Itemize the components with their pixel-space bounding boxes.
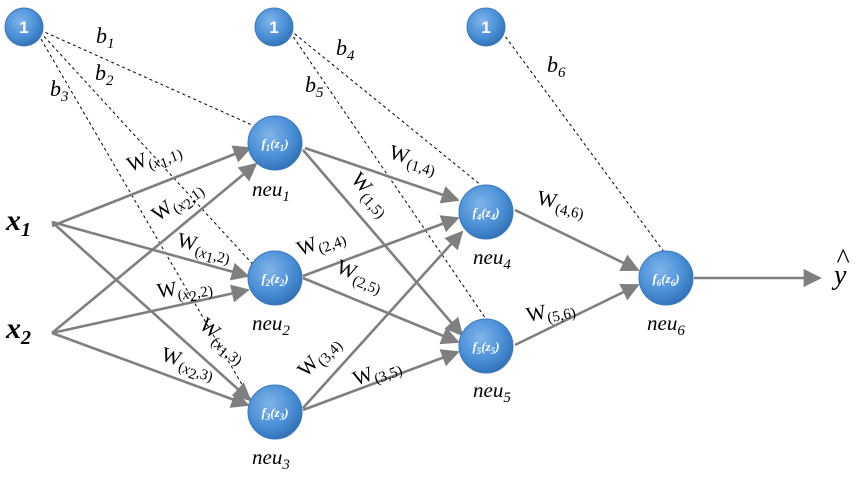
bias-label-b4: b4 bbox=[336, 35, 355, 64]
edge-n5-n6 bbox=[514, 283, 640, 347]
weight-label-3-4: W(3,4) bbox=[292, 330, 346, 384]
edge-x2-n2 bbox=[51, 284, 250, 335]
neuron-name-2: neu2 bbox=[252, 311, 290, 339]
input-x1: x1 bbox=[5, 204, 31, 241]
bias-line-b4 bbox=[289, 29, 483, 187]
bias-label-b6: b6 bbox=[547, 52, 566, 81]
weight-label-x1-3: W(x1,3) bbox=[190, 312, 252, 371]
neuron-4: f4(z4) bbox=[458, 184, 514, 240]
weight-label-5-6: W(5,6) bbox=[524, 293, 577, 330]
bias-label-b2: b2 bbox=[95, 60, 114, 89]
output-hat: ^ bbox=[836, 244, 850, 275]
neuron-function: f1(z1) bbox=[261, 136, 288, 153]
bias-node-hidden: 1 bbox=[254, 7, 294, 47]
weight-label-1-4: W(1,4) bbox=[386, 140, 440, 180]
bias-node-label: 1 bbox=[481, 18, 490, 37]
bias-node-input: 1 bbox=[4, 7, 44, 47]
neuron-2: f2(z2) bbox=[247, 250, 303, 306]
neuron-name-6: neu6 bbox=[647, 311, 685, 339]
neuron-name-3: neu3 bbox=[252, 445, 290, 473]
neuron-function: f3(z3) bbox=[261, 405, 288, 422]
neuron-3: f3(z3) bbox=[247, 384, 303, 440]
bias-node-label: 1 bbox=[19, 18, 28, 37]
weight-label-x2-1: W(x2,1) bbox=[147, 174, 210, 232]
edge-n2-n4 bbox=[302, 215, 460, 278]
edge-n1-n4 bbox=[304, 146, 460, 204]
bias-line-b6 bbox=[501, 31, 665, 253]
input-x2: x2 bbox=[5, 312, 31, 349]
neuron-name-4: neu4 bbox=[473, 245, 511, 273]
neuron-5: f5(z5) bbox=[458, 318, 514, 374]
neuron-name-5: neu5 bbox=[473, 378, 511, 406]
edge-n4-n6 bbox=[514, 208, 640, 272]
edge-n1-n5 bbox=[302, 149, 464, 337]
neuron-1: f1(z1) bbox=[247, 115, 303, 171]
bias-node-label: 1 bbox=[269, 18, 278, 37]
neuron-function: f6(z6) bbox=[652, 271, 679, 288]
weight-label-4-6: W(4,6) bbox=[534, 185, 587, 222]
bias-label-b3: b3 bbox=[50, 76, 69, 105]
weight-connections bbox=[51, 145, 822, 412]
edge-n3-n4 bbox=[302, 230, 464, 409]
bias-label-b5: b5 bbox=[305, 72, 324, 101]
bias-label-b1: b1 bbox=[96, 23, 115, 52]
edge-x1-n2 bbox=[51, 220, 250, 281]
neuron-function: f5(z5) bbox=[472, 339, 499, 356]
weight-label-x2-2: W(x2,2) bbox=[155, 271, 214, 309]
edge-n3-n5 bbox=[302, 349, 460, 412]
bias-line-b1 bbox=[39, 29, 253, 126]
weight-label-x1-2: W(x1,2) bbox=[173, 228, 234, 271]
neuron-function: f2(z2) bbox=[261, 271, 288, 288]
weight-label-x2-3: W(x2,3) bbox=[156, 342, 218, 389]
edge-x1-n1 bbox=[51, 145, 252, 228]
edge-x2-n1 bbox=[51, 162, 258, 335]
edge-x2-n3 bbox=[51, 331, 250, 408]
neuron-6: f6(z6) bbox=[638, 250, 694, 306]
bias-line-b3 bbox=[37, 33, 259, 413]
bias-node-output: 1 bbox=[466, 7, 506, 47]
bias-line-b2 bbox=[39, 31, 259, 271]
neuron-function: f4(z4) bbox=[472, 205, 499, 222]
edge-n2-n5 bbox=[302, 276, 460, 345]
neuron-name-1: neu1 bbox=[252, 177, 290, 205]
output-y-hat: y bbox=[831, 260, 847, 291]
weight-label-3-5: W(3,5) bbox=[350, 352, 405, 395]
